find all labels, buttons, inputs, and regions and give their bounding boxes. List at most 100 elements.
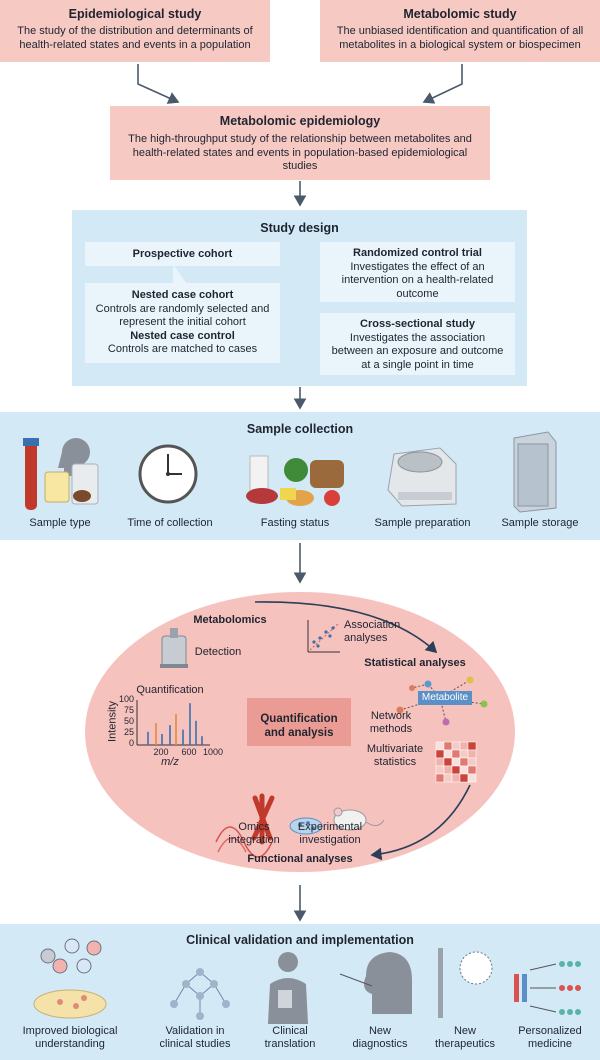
network-methods-label: Network methods — [369, 710, 413, 735]
heatmap-cell — [459, 773, 469, 783]
x-tick-label: 1000 — [202, 747, 224, 757]
nested-designs-box: Nested case cohort Controls are randomly… — [85, 283, 280, 363]
heatmap-cell — [459, 741, 469, 751]
sample-item-label: Sample storage — [501, 517, 579, 529]
arrow-metab-to-me — [422, 64, 463, 104]
association-label: Association analyses — [344, 619, 401, 644]
heatmap-icon — [435, 741, 477, 783]
metabolite-label: Metabolite — [421, 692, 469, 703]
sample-item-label: Sample preparation — [374, 517, 471, 529]
clinical-validation-title: Clinical validation and implementation — [186, 933, 414, 947]
cross-sectional-box: Cross-sectional study Investigates the a… — [320, 313, 515, 375]
metabolomic-study-box: Metabolomic study The unbiased identific… — [320, 0, 600, 62]
heatmap-cell — [467, 773, 477, 783]
heatmap-cell — [467, 765, 477, 775]
analysis-ellipse — [85, 592, 515, 872]
y-tick-label: 0 — [128, 738, 134, 748]
clinical-item-label: Personalized medicine — [518, 1025, 582, 1050]
question-bubbles-icon — [33, 938, 107, 1019]
heatmap-cell — [451, 773, 461, 783]
clinician-icon — [268, 952, 308, 1024]
x-tick-label: 200 — [153, 747, 169, 757]
network-icon — [396, 676, 488, 726]
personalized-medicine-icon — [514, 961, 581, 1015]
heatmap-cell — [443, 741, 453, 751]
heatmap-cell — [443, 773, 453, 783]
heatmap-cell — [443, 757, 453, 767]
heatmap-cell — [451, 765, 461, 775]
rct-title: Randomized control trial — [353, 247, 482, 259]
y-tick-label: 50 — [123, 716, 134, 726]
rct-box: Randomized control trial Investigates th… — [320, 242, 515, 302]
nested-case-cohort-title: Nested case cohort — [131, 289, 234, 301]
metabolomic-epidemiology-title: Metabolomic epidemiology — [219, 114, 381, 128]
omics-integration-label: Omics integration — [228, 821, 280, 846]
clinical-item-label: Clinical translation — [264, 1025, 316, 1050]
nested-case-cohort-desc: Controls are randomly selected and repre… — [95, 302, 270, 329]
sample-icons — [23, 431, 557, 513]
heatmap-cell — [459, 757, 469, 767]
prospective-pointer — [173, 264, 187, 284]
heatmap-cell — [451, 757, 461, 767]
metabolomics-label: Metabolomics — [193, 614, 267, 626]
epidemiological-study-desc: The study of the distribution and determ… — [17, 25, 253, 51]
clinical-item-label: Validation in clinical studies — [159, 1025, 231, 1050]
y-tick-label: 25 — [123, 727, 134, 737]
sample-item-label: Fasting status — [260, 517, 330, 529]
x-tick-label: 600 — [181, 747, 197, 757]
cross-sectional-desc: Investigates the association between an … — [331, 331, 504, 371]
scatter-icon — [307, 620, 340, 653]
heatmap-cell — [435, 741, 445, 751]
nested-case-control-title: Nested case control — [130, 329, 235, 342]
prospective-cohort-box: Prospective cohort — [85, 242, 280, 266]
experimental-investigation-label: Experimental investigation — [297, 821, 363, 846]
mz-axis-label: m/z — [161, 756, 179, 768]
mouse-icon — [333, 807, 385, 831]
centrifuge-icon — [387, 447, 457, 507]
heatmap-cell — [467, 757, 477, 767]
y-tick-label: 100 — [118, 694, 134, 704]
clinical-item-label: New therapeutics — [435, 1025, 495, 1050]
arrow-epi-to-me — [137, 64, 180, 104]
cross-sectional-title: Cross-sectional study — [360, 318, 475, 330]
statistical-analyses-label: Statistical analyses — [364, 657, 466, 669]
sample-item-label: Time of collection — [127, 517, 213, 529]
heatmap-cell — [451, 741, 461, 751]
spectrum-chart — [136, 700, 210, 746]
chromosome-icon — [215, 793, 275, 858]
heatmap-cell — [459, 765, 469, 775]
study-design-title: Study design — [260, 221, 339, 235]
functional-analyses-label: Functional analyses — [247, 853, 353, 865]
clinical-item-label: New diagnostics — [352, 1025, 408, 1050]
petri-dish-icon — [289, 817, 323, 835]
nested-case-control-desc: Controls are matched to cases — [107, 343, 258, 355]
sample-type-icon — [23, 438, 99, 510]
mass-spectrometer-icon — [160, 628, 188, 668]
metabolomic-epidemiology-box: Metabolomic epidemiology The high-throug… — [110, 106, 490, 180]
clinical-icons — [33, 938, 581, 1024]
quantification-label: Quantification — [136, 684, 204, 696]
food-icon — [246, 455, 344, 506]
heatmap-cell — [443, 765, 453, 775]
heatmap-cell — [443, 749, 453, 759]
sample-item-label: Sample type — [29, 517, 91, 529]
heatmap-cell — [435, 757, 445, 767]
clinical-item-label: Improved biological understanding — [22, 1025, 118, 1050]
diagnostics-head-icon — [339, 952, 412, 1014]
heatmap-cell — [459, 749, 469, 759]
rct-desc: Investigates the effect of an interventi… — [341, 260, 494, 300]
heatmap-cell — [467, 749, 477, 759]
validation-network-icon — [170, 968, 230, 1020]
heatmap-cell — [467, 741, 477, 751]
metabolomic-study-desc: The unbiased identification and quantifi… — [336, 25, 584, 51]
y-tick-label: 75 — [123, 705, 134, 715]
metabolomic-study-title: Metabolomic study — [403, 7, 517, 21]
metabolomic-epidemiology-desc: The high-throughput study of the relatio… — [128, 133, 472, 172]
heatmap-cell — [435, 749, 445, 759]
detection-label: Detection — [194, 646, 242, 658]
heatmap-cell — [435, 765, 445, 775]
sample-collection-title: Sample collection — [246, 422, 354, 436]
epidemiological-study-box: Epidemiological study The study of the d… — [0, 0, 270, 62]
heatmap-cell — [435, 773, 445, 783]
